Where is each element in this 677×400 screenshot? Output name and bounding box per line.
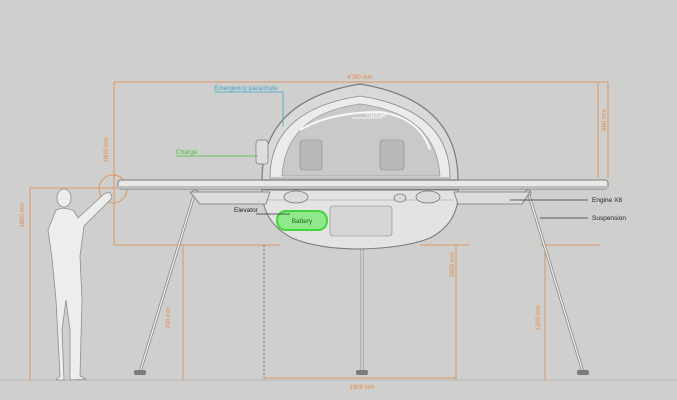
human-label: Human — [366, 112, 387, 119]
charge-port — [255, 139, 269, 165]
leg-right-label: 1200 mm — [536, 305, 542, 330]
dome-height-label: 960 mm — [602, 109, 608, 131]
charge-label: Charge — [176, 149, 198, 156]
body-height-label: 1600 mm — [104, 137, 110, 162]
human-height-label: 1800 mm — [20, 202, 26, 227]
component-labels: Emergency parachute Human Charge Elevato… — [176, 85, 626, 225]
leg-mid-label: 1600 mm — [450, 252, 456, 277]
engine-pods — [189, 190, 531, 205]
emergency-parachute-label: Emergency parachute — [214, 85, 278, 92]
leg-feet — [134, 370, 589, 375]
battery-pack — [276, 210, 328, 231]
engine-label: Engine X8 — [592, 197, 622, 204]
parachute-leader — [214, 91, 284, 126]
cabin-seats — [299, 139, 405, 171]
dimension-labels: 4780 mm 960 mm 1600 mm 1800 mm 700 mm 16… — [20, 75, 608, 391]
leg-left-label: 700 mm — [166, 307, 172, 329]
total-width-label: 4780 mm — [347, 75, 372, 81]
elevator-door — [329, 205, 393, 237]
battery-label: Battery — [292, 218, 313, 225]
dimension-lines — [29, 81, 609, 380]
bottom-width-label: 1909 mm — [349, 385, 374, 391]
suspension-label: Suspension — [592, 215, 626, 222]
human-figure — [47, 188, 113, 381]
elevator-label: Elevator — [234, 207, 259, 214]
